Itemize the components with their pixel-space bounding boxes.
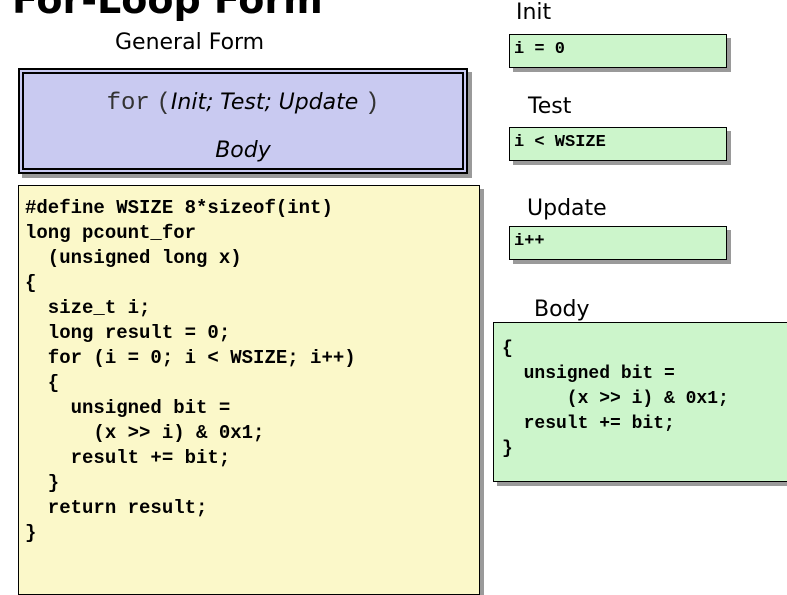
- body-code-line: (x >> i) & 0x1;: [502, 389, 729, 409]
- code-line: (unsigned long x): [25, 247, 242, 269]
- code-line: long pcount_for: [25, 222, 197, 244]
- body-heading: Body: [534, 297, 590, 322]
- test-code-box: i < WSIZE: [509, 127, 727, 161]
- init-code-box: i = 0: [509, 34, 727, 68]
- test-heading: Test: [528, 94, 572, 119]
- update-heading: Update: [527, 196, 607, 221]
- update-placeholder: Update: [278, 90, 359, 115]
- open-paren: (: [156, 90, 171, 117]
- code-line: size_t i;: [25, 297, 151, 319]
- code-line: {: [25, 272, 37, 294]
- code-line: long result = 0;: [25, 322, 231, 344]
- update-code-box: i++: [509, 226, 727, 260]
- body-code-line: }: [502, 439, 513, 459]
- close-paren: ): [364, 90, 380, 117]
- body-code-box: { unsigned bit = (x >> i) & 0x1; result …: [493, 322, 787, 482]
- body-code-line: unsigned bit =: [502, 364, 675, 384]
- body-code-line: {: [502, 339, 513, 359]
- general-form-box: for (Init; Test; Update ) Body: [18, 68, 468, 174]
- page-title: For-Loop Form: [12, 0, 323, 22]
- code-line: }: [25, 472, 60, 494]
- init-placeholder: Init;: [170, 90, 214, 115]
- for-keyword: for: [106, 90, 150, 117]
- body-placeholder: Body: [215, 138, 271, 163]
- code-line: unsigned bit =: [25, 397, 231, 419]
- code-line: {: [25, 372, 60, 394]
- general-form-for-line: for (Init; Test; Update ): [24, 88, 462, 117]
- body-code-line: result += bit;: [502, 414, 675, 434]
- code-line: result += bit;: [25, 447, 231, 469]
- code-line: (x >> i) & 0x1;: [25, 422, 265, 444]
- code-line: }: [25, 522, 37, 544]
- code-line: for (i = 0; i < WSIZE; i++): [25, 347, 356, 369]
- general-form-heading: General Form: [115, 30, 265, 55]
- test-placeholder: Test;: [220, 90, 272, 115]
- code-listing: #define WSIZE 8*sizeof(int) long pcount_…: [18, 185, 480, 595]
- code-line: return result;: [25, 497, 208, 519]
- init-heading: Init: [516, 0, 552, 25]
- code-line: #define WSIZE 8*sizeof(int): [25, 197, 333, 219]
